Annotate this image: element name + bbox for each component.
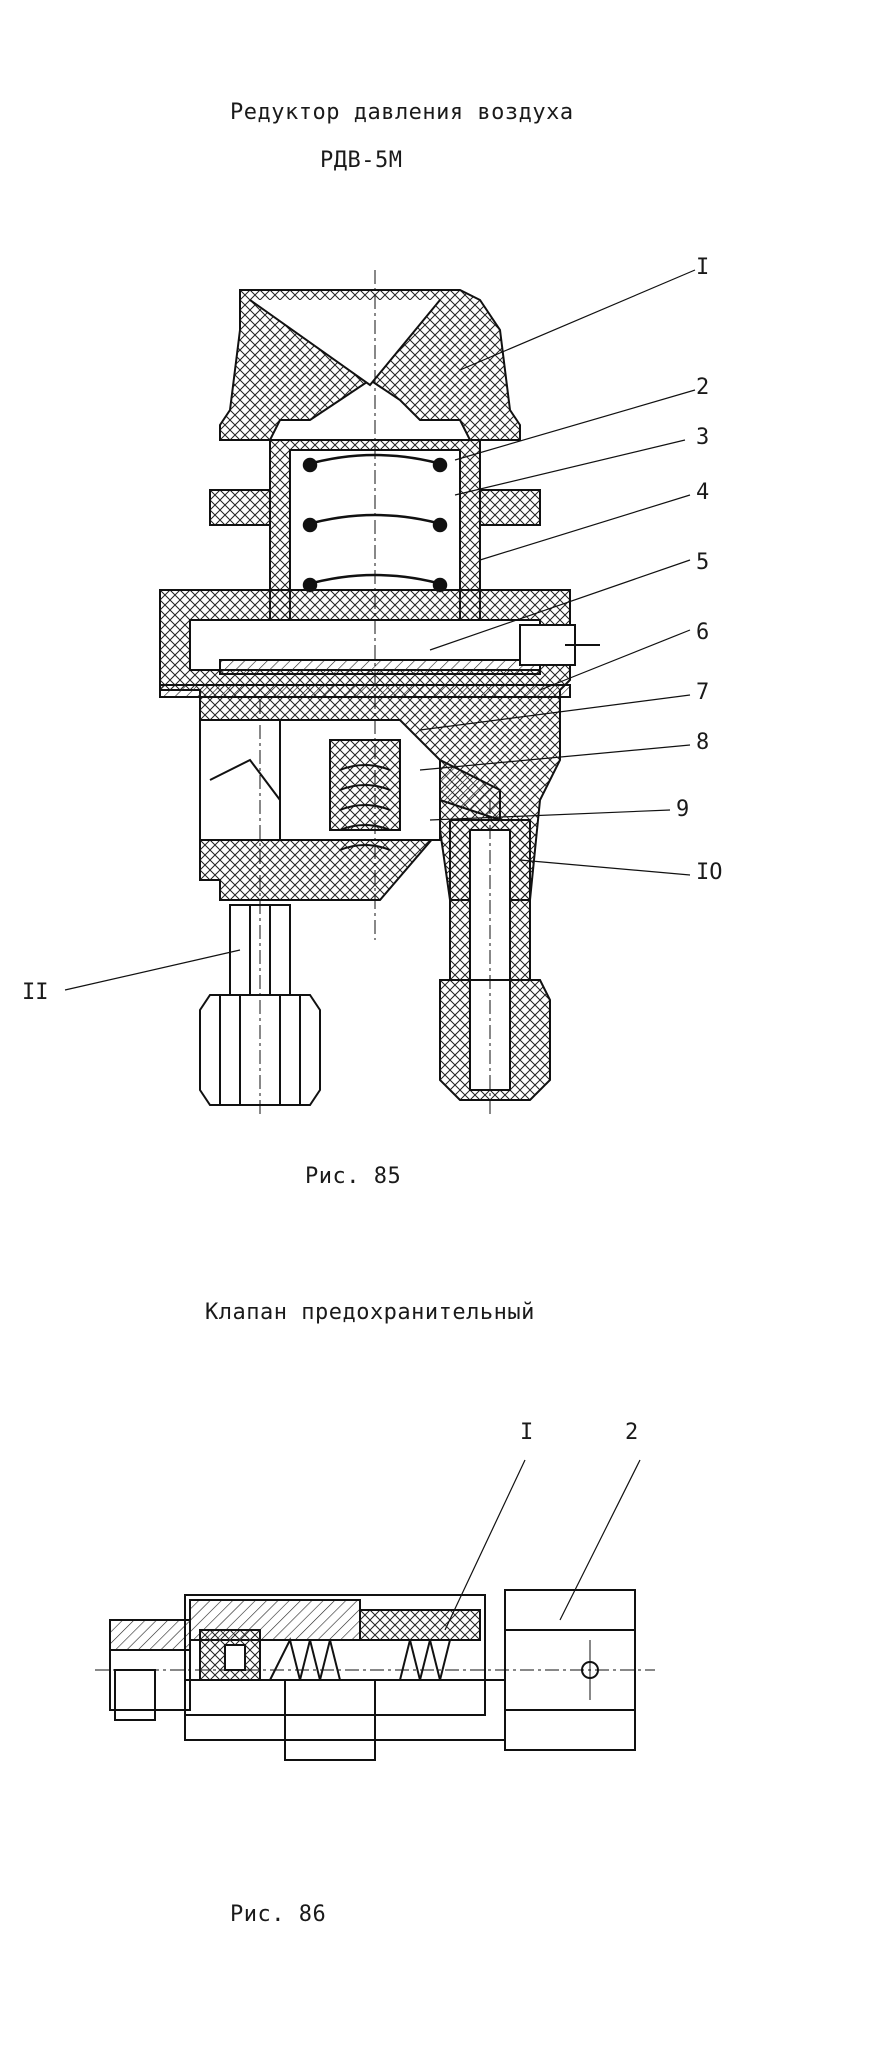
- figure85-model: РДВ-5М: [320, 148, 403, 173]
- part-label-11: II: [22, 980, 49, 1005]
- part-label-7: 7: [696, 680, 710, 705]
- figure85-caption: Рис. 85: [305, 1164, 402, 1189]
- part-label-10: IO: [696, 860, 723, 885]
- part-label-86-1: I: [520, 1420, 534, 1445]
- figure86-title: Клапан предохранительный: [205, 1300, 535, 1325]
- part-label-5: 5: [696, 550, 710, 575]
- inlet-nut: [199, 994, 321, 1106]
- figure86-drawing: [95, 1459, 655, 1761]
- part-label-86-2: 2: [625, 1420, 639, 1445]
- figure85-drawing: [64, 269, 696, 1115]
- part-label-8: 8: [696, 730, 710, 755]
- part-label-1: I: [696, 255, 710, 280]
- part-label-3: 3: [696, 425, 710, 450]
- part-label-6: 6: [696, 620, 710, 645]
- figure85-title: Редуктор давления воздуха: [230, 100, 574, 125]
- part-label-9: 9: [676, 797, 690, 822]
- figure86-caption: Рис. 86: [230, 1902, 327, 1927]
- part-label-2: 2: [696, 375, 710, 400]
- part-label-4: 4: [696, 480, 710, 505]
- lock-nut: [209, 489, 271, 526]
